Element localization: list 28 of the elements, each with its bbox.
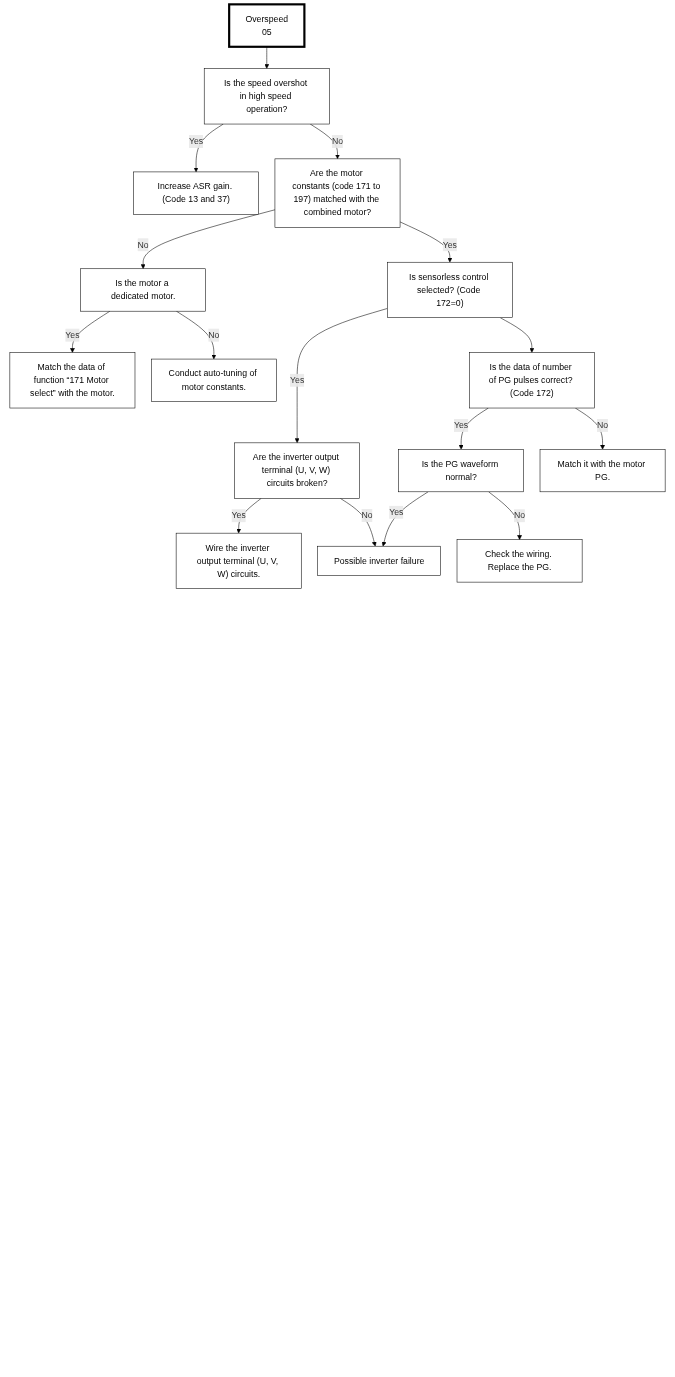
node-box: Is the PG waveform normal? [398,449,524,493]
node-box: Is sensorless control selected? (Code 172=0) [387,261,513,318]
node-box: Are the motor constants (code 171 to 197) matched with the combined motor? [274,158,401,228]
edge-label: No [361,510,373,520]
node-box: Is the data of number of PG pulses correct? (Code 172) [469,352,595,409]
edge-label: Yes [442,239,457,250]
node-box: Is the motor a dedicated motor. [80,268,206,312]
edge-label: Yes [65,330,80,340]
edge-label: Yes [389,507,404,517]
edge-label: No [597,420,609,430]
edge-label: Yes [454,420,469,430]
node-box: Match the data of function “171 Motor select” with the motor. [9,352,136,409]
node-box: Possible inverter failure [317,545,441,576]
node-box: Increase ASR gain. (Code 13 and 37) [133,171,259,215]
node-box: Are the inverter output terminal (U, V, W) circuits broken? [234,442,360,499]
node-box: Is the speed overshot in high speed operation? [203,68,330,125]
edge-label: No [331,136,344,146]
edge-label: Yes [290,375,305,385]
node-box: Wire the inverter output terminal (U, V, W) circuits. [175,532,302,589]
node-box: Match it with the motor PG. [539,449,666,493]
edge-label: Yes [188,136,204,146]
edge-label: No [514,510,526,521]
edge-label: Yes [231,510,246,521]
node-box: Check the wiring. Replace the PG. [456,539,583,583]
edge-label: No [137,239,149,250]
node-box: Conduct auto-tuning of motor constants. [151,358,277,402]
node-box: Overspeed 05 [228,3,306,48]
edge-label: No [208,330,220,340]
